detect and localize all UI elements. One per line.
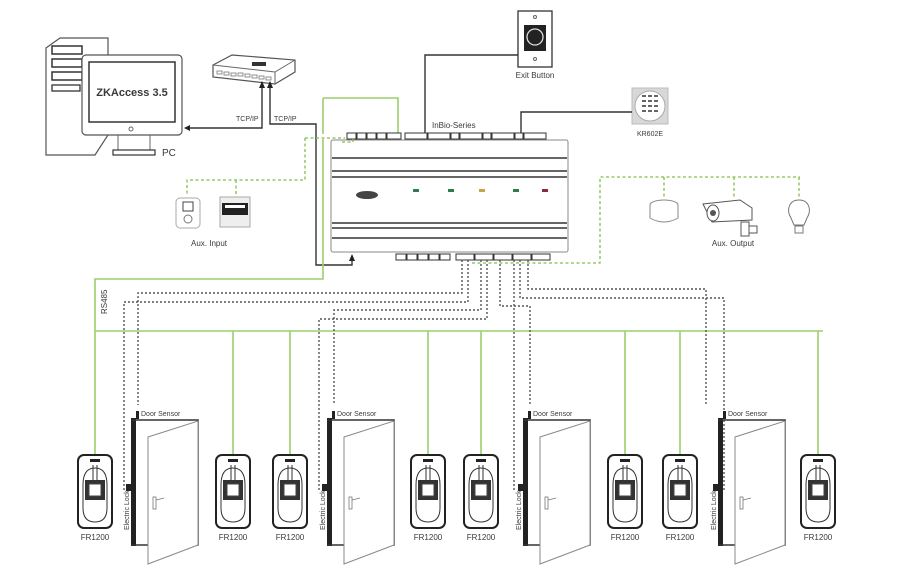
electric-lock-label: Electric Lock — [320, 490, 327, 530]
tcpip-label-1: TCP/IP — [236, 116, 259, 123]
fingerprint-reader: FR1200 — [662, 454, 698, 542]
door-frame — [327, 418, 332, 546]
door-signal-wires — [123, 260, 725, 490]
camera-icon — [702, 199, 758, 237]
drive-bay — [51, 84, 81, 92]
aux-output-label: Aux. Output — [712, 239, 755, 248]
tcpip-link-pc — [186, 82, 263, 129]
aux-input-label: Aux. Input — [191, 239, 228, 248]
controller-label: InBio-Series — [432, 121, 476, 130]
door-frame — [131, 418, 136, 546]
door-sensor-icon — [136, 411, 139, 419]
arrow-icon — [259, 81, 265, 88]
drive-bay — [51, 71, 83, 81]
drive-bay — [51, 58, 83, 68]
brand-logo — [356, 191, 378, 199]
fingerprint-reader: FR1200 — [215, 454, 251, 542]
electric-lock-label: Electric Lock — [516, 490, 523, 530]
aux-input: Aux. Input — [175, 137, 354, 248]
door-handle — [152, 496, 157, 510]
arrow-icon — [267, 81, 273, 88]
keypad-label: KR602E — [637, 131, 663, 138]
door-leaf — [343, 420, 395, 565]
rs485-bus: RS485 — [94, 139, 823, 455]
fingerprint-reader: FR1200 — [607, 454, 643, 542]
status-led — [479, 189, 485, 192]
power-button-icon — [128, 126, 134, 132]
monitor-screen — [88, 61, 176, 123]
arrow-icon — [184, 125, 190, 131]
reader-label: FR1200 — [804, 533, 833, 542]
door-leaf — [734, 420, 786, 565]
fingerprint-reader: FR1200 — [77, 454, 113, 542]
door-sensor-label: Door Sensor — [533, 411, 573, 418]
electric-lock-icon — [126, 484, 131, 491]
reader-label: FR1200 — [467, 533, 496, 542]
door-frame — [718, 418, 723, 546]
fingerprint-reader: FR1200 — [463, 454, 499, 542]
status-led — [542, 189, 548, 192]
door-sensor-label: Door Sensor — [141, 411, 181, 418]
exit-button: Exit Button — [516, 10, 555, 80]
pc-label: PC — [162, 148, 176, 159]
door-sensor-icon — [332, 411, 335, 419]
door-handle — [544, 496, 549, 510]
controller-body — [330, 139, 569, 253]
door-sensor-label: Door Sensor — [337, 411, 377, 418]
monitor-stand — [117, 135, 151, 151]
pc: ZKAccess 3.5 PC — [45, 37, 183, 159]
door-sensor-icon — [528, 411, 531, 419]
lightbulb-icon — [788, 199, 810, 234]
network-switch — [212, 54, 296, 85]
controller: InBio-Series — [322, 97, 569, 261]
electric-lock-icon — [518, 484, 523, 491]
switch-logo — [252, 62, 266, 66]
aux-output: Aux. Output — [472, 176, 810, 264]
reader-label: FR1200 — [611, 533, 640, 542]
readers: FR1200 FR1200 FR1200 FR1200 FR1200 FR1200 FR12… — [77, 454, 836, 542]
monitor-base — [112, 149, 156, 156]
door-handle — [348, 496, 353, 510]
door-handle — [739, 496, 744, 510]
status-led — [448, 189, 454, 192]
reader-label: FR1200 — [666, 533, 695, 542]
fingerprint-reader: FR1200 — [800, 454, 836, 542]
tcpip-label-2: TCP/IP — [274, 116, 297, 123]
reader-label: FR1200 — [219, 533, 248, 542]
reader-label: FR1200 — [414, 533, 443, 542]
fingerprint-reader: FR1200 — [272, 454, 308, 542]
electric-lock-label: Electric Lock — [711, 490, 718, 530]
pc-screen-text: ZKAccess 3.5 — [96, 87, 168, 99]
door-sensor-icon — [723, 411, 726, 419]
exit-button-label: Exit Button — [516, 71, 555, 80]
status-led — [413, 189, 419, 192]
tcpip-link-controller — [269, 82, 353, 266]
electric-lock-icon — [322, 484, 327, 491]
aux-input-device — [175, 197, 201, 229]
keypad-wire — [520, 111, 632, 134]
door-leaf — [539, 420, 591, 565]
exit-button-wire — [424, 54, 518, 134]
arrow-icon — [349, 254, 355, 261]
keypad: KR602E — [631, 87, 669, 138]
door-sensor-label: Door Sensor — [728, 411, 768, 418]
fingerprint-reader: FR1200 — [410, 454, 446, 542]
electric-lock-icon — [713, 484, 718, 491]
electric-lock-label: Electric Lock — [124, 490, 131, 530]
door-frame — [523, 418, 528, 546]
door-leaf — [147, 420, 199, 565]
status-led — [513, 189, 519, 192]
reader-label: FR1200 — [276, 533, 305, 542]
drive-bay — [51, 45, 83, 55]
reader-label: FR1200 — [81, 533, 110, 542]
rs485-label: RS485 — [100, 289, 109, 314]
